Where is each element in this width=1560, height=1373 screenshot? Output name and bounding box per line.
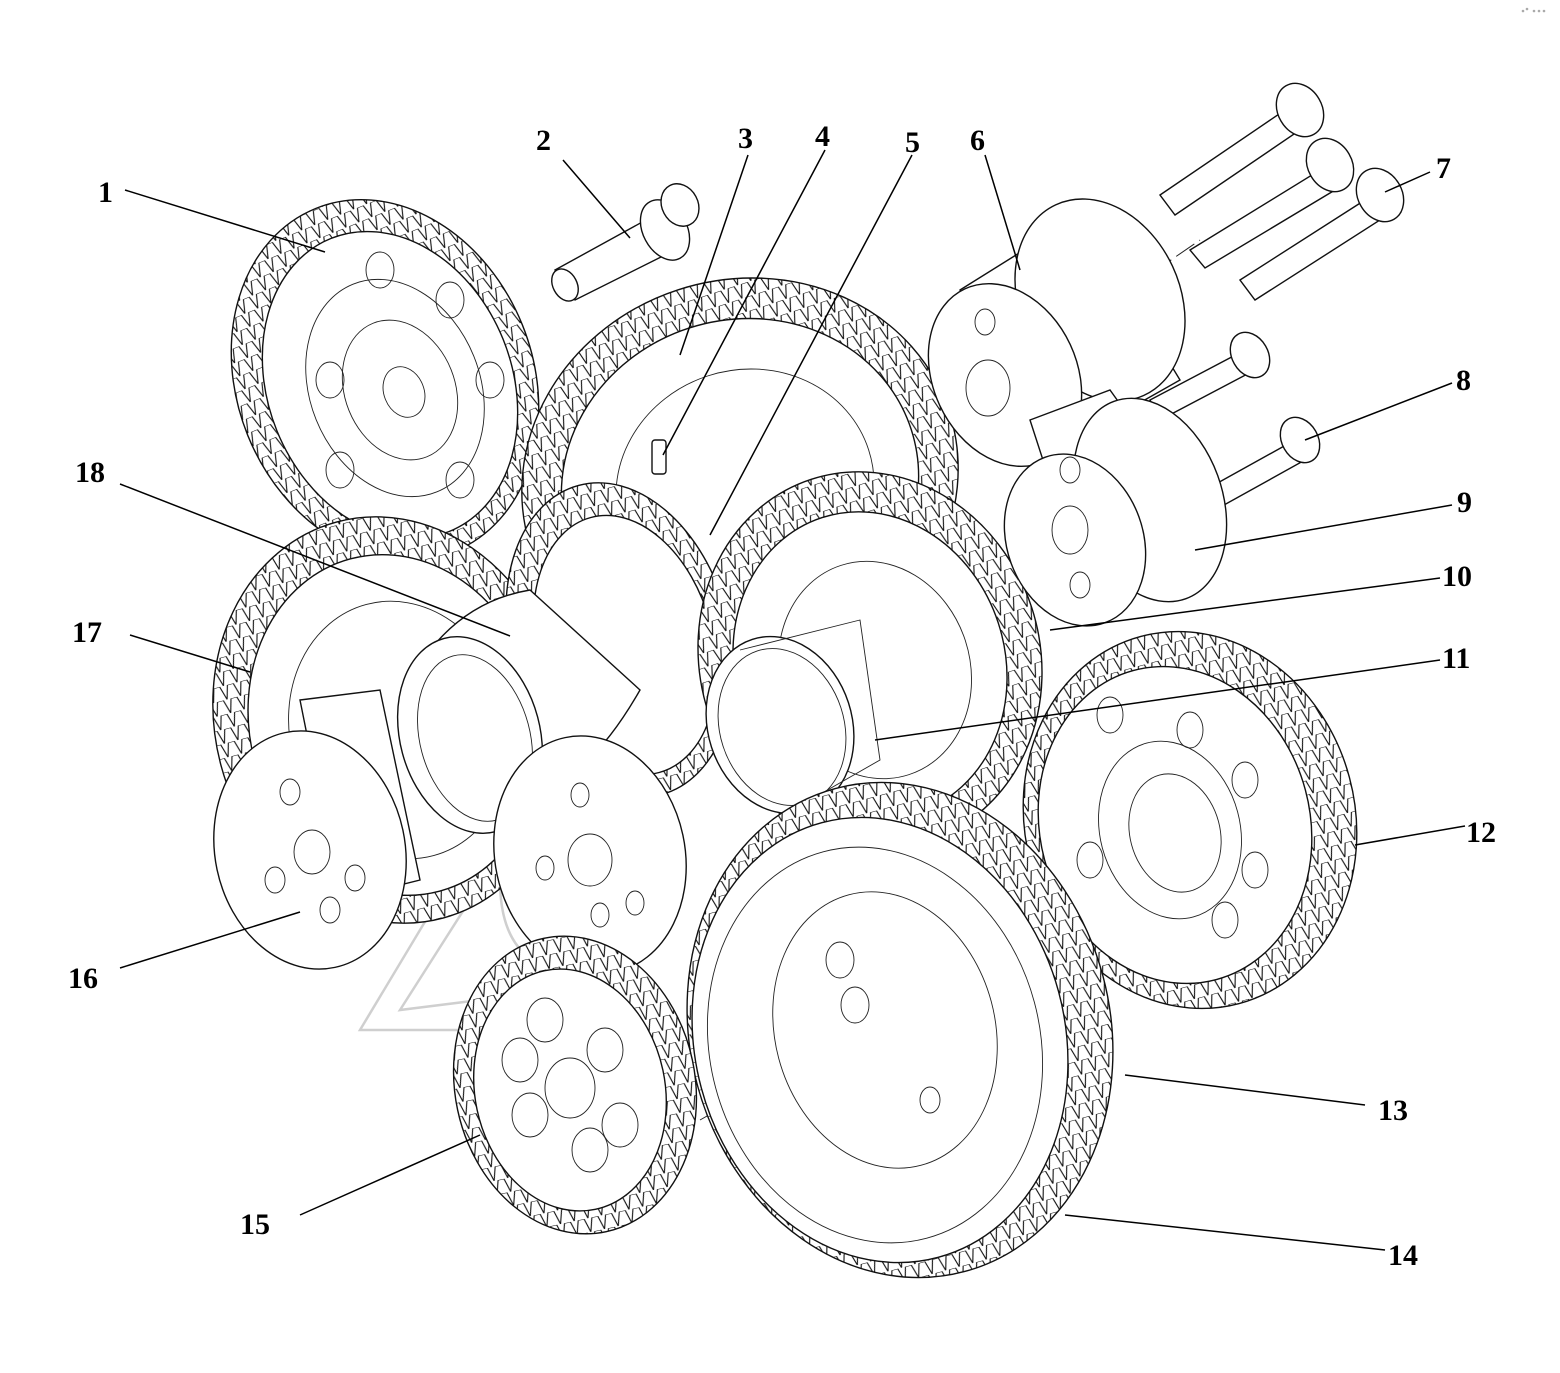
callout-14: 14 [1388,1239,1418,1272]
callout-1: 1 [98,176,113,209]
callout-12: 12 [1466,816,1496,849]
callout-15: 15 [240,1208,270,1241]
corner-dots-icon [1521,7,1546,13]
callout-13: 13 [1378,1094,1408,1127]
callout-4: 4 [815,120,830,153]
callout-labels: 1 2 3 4 5 6 7 8 9 10 11 12 13 14 15 16 1… [68,120,1496,1272]
callout-18: 18 [75,456,105,489]
callout-10: 10 [1442,560,1472,593]
callout-2: 2 [536,124,551,157]
gear-1 [230,199,540,561]
callout-5: 5 [905,126,920,159]
callout-7: 7 [1436,152,1451,185]
gear-15 [452,935,698,1235]
gear-14 [686,781,1114,1279]
pin-4 [651,439,667,475]
callout-8: 8 [1456,364,1471,397]
callout-16: 16 [68,962,98,995]
callout-6: 6 [970,124,985,157]
callout-17: 17 [72,616,102,649]
callout-9: 9 [1457,486,1472,519]
callout-3: 3 [738,122,753,155]
bolt-set-8 [1149,331,1321,511]
gear-12 [1022,630,1358,1010]
bolt-set-7 [1159,82,1405,301]
flange-16 [213,689,421,970]
bolt-2 [551,183,700,302]
housing-9 [1003,389,1228,627]
callout-11: 11 [1442,642,1470,675]
leader-lines [119,149,1466,1251]
sleeve-18 [396,589,641,834]
